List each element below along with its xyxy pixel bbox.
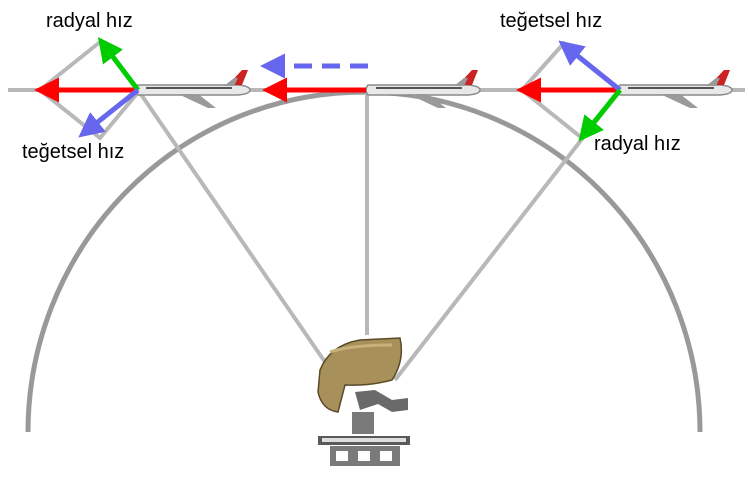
right-radial-velocity-arrow	[578, 88, 622, 142]
airplane-icon	[135, 70, 251, 108]
right-tangential-velocity-arrow	[558, 40, 622, 92]
line-of-sight-left	[136, 88, 327, 364]
left-tangential-velocity-arrow	[78, 88, 140, 138]
right-radial-velocity-label: radyal hız	[594, 133, 681, 155]
left-vector-parallelogram	[36, 40, 142, 141]
left-radial-velocity-label: radyal hız	[46, 10, 133, 32]
left-radial-velocity-arrow	[97, 37, 140, 92]
left-tangential-velocity-label: teğetsel hız	[22, 141, 125, 163]
right-tangential-velocity-label: teğetsel hız	[500, 10, 603, 32]
airplane-icon	[365, 70, 481, 108]
airplane-icon	[617, 70, 733, 108]
radar-antenna-icon	[317, 337, 410, 466]
